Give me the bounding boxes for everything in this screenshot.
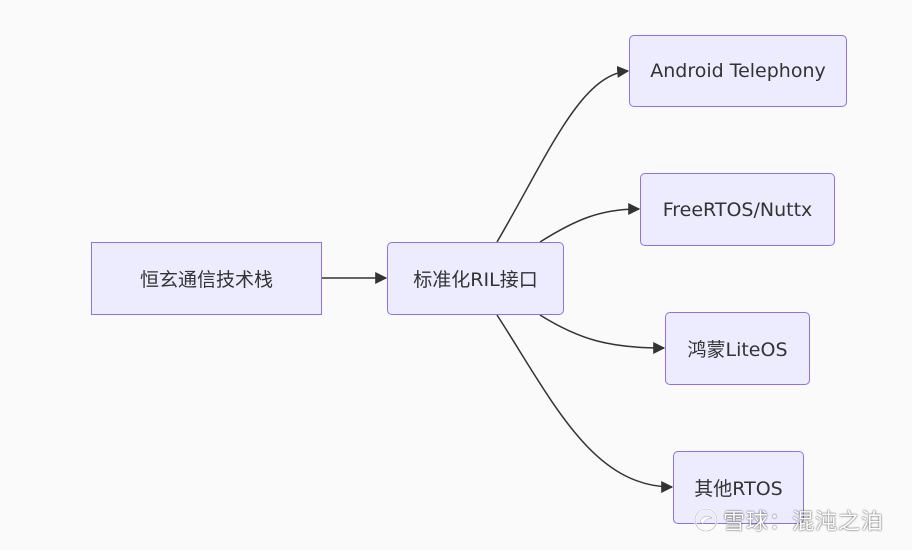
watermark-text: 雪球：混沌之泊 [722, 510, 884, 535]
node-source-stack: 恒玄通信技术栈 [91, 242, 322, 315]
node-ril-interface: 标准化RIL接口 [387, 242, 564, 315]
snowball-logo-icon [693, 508, 718, 532]
node-other-rtos: 其他RTOS [673, 451, 804, 524]
node-harmony-liteos: 鸿蒙LiteOS [665, 312, 810, 385]
node-android-telephony-label: Android Telephony [650, 60, 826, 82]
node-source-stack-label: 恒玄通信技术栈 [139, 269, 273, 291]
watermark: 雪球：混沌之泊 [693, 504, 884, 536]
edge-ril-to-freertos [539, 203, 641, 243]
node-freertos-nuttx: FreeRTOS/Nuttx [640, 173, 835, 246]
edge-ril-to-other [496, 314, 674, 493]
node-ril-interface-label: 标准化RIL接口 [413, 269, 538, 291]
edge-ril-to-harmony [539, 314, 666, 354]
edge-ril-to-android [496, 65, 630, 243]
node-freertos-nuttx-label: FreeRTOS/Nuttx [662, 198, 813, 221]
node-harmony-liteos-label: 鸿蒙LiteOS [687, 339, 788, 361]
node-other-rtos-label: 其他RTOS [694, 478, 783, 500]
node-android-telephony: Android Telephony [629, 35, 847, 107]
